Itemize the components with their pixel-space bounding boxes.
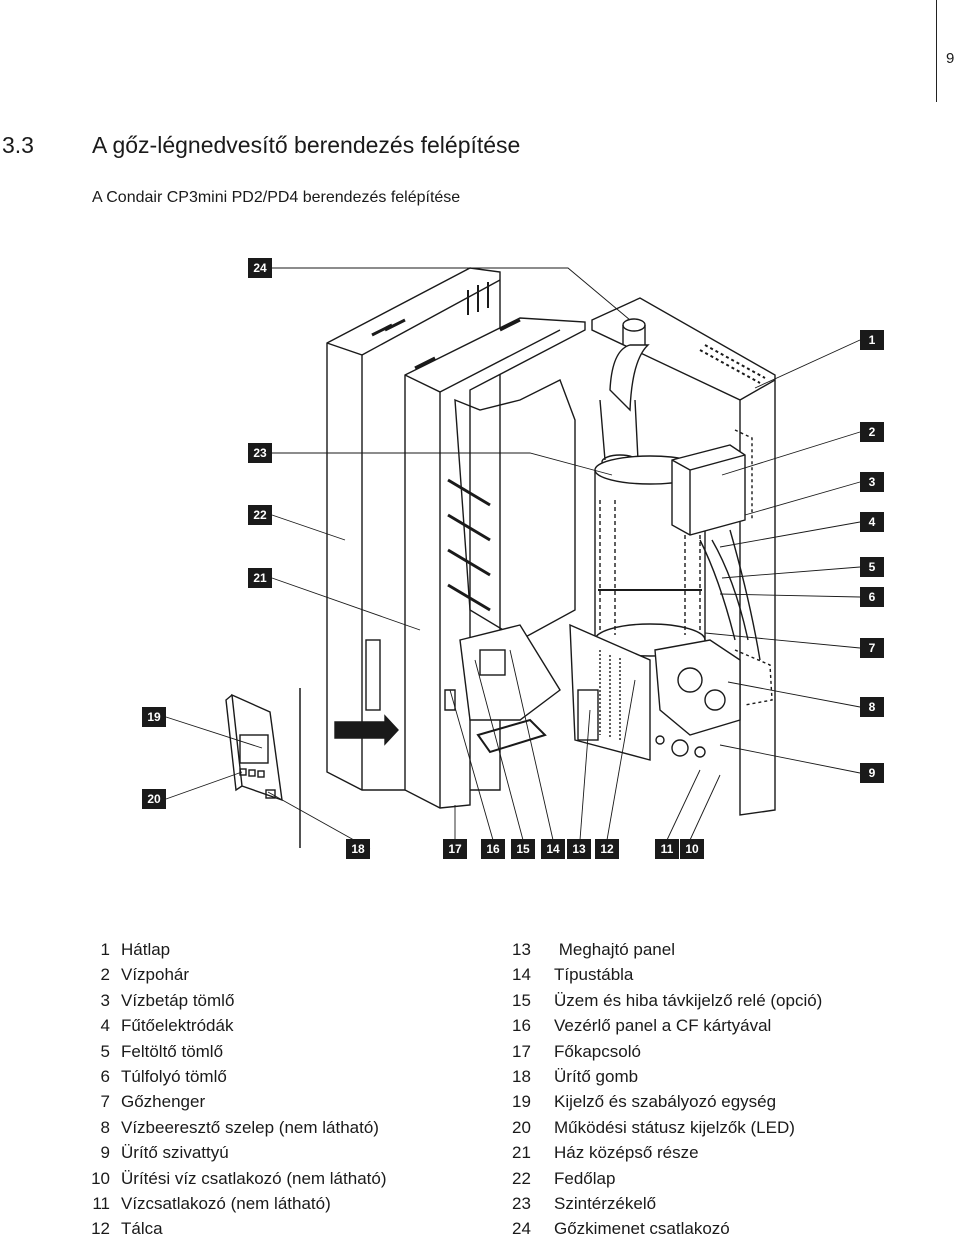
- svg-text:8: 8: [869, 700, 876, 714]
- callout-5: 5: [860, 557, 884, 577]
- assembly-arrow: [334, 714, 399, 746]
- leader-lines: [165, 267, 861, 850]
- callout-10: 10: [680, 839, 704, 859]
- callout-24: 24: [248, 258, 272, 278]
- svg-text:20: 20: [147, 792, 161, 806]
- svg-text:18: 18: [351, 842, 365, 856]
- callout-20: 20: [142, 789, 166, 809]
- callout-14: 14: [541, 839, 565, 859]
- callout-7: 7: [860, 638, 884, 658]
- svg-text:7: 7: [869, 641, 876, 655]
- water-cup: [671, 429, 753, 536]
- callout-6: 6: [860, 587, 884, 607]
- page-number: 9: [946, 50, 955, 67]
- callout-18: 18: [346, 839, 370, 859]
- drain-pump-valve: [654, 639, 773, 758]
- callout-tags: 24 23 22 21 19 20 18 17 16 15 14 13 12 1…: [142, 258, 884, 859]
- back-panel: [591, 297, 776, 816]
- legend-item: 13 Meghajtó panel: [512, 940, 675, 959]
- svg-text:6: 6: [869, 590, 876, 604]
- svg-text:3: 3: [869, 475, 876, 489]
- svg-text:1: 1: [869, 333, 876, 347]
- callout-23: 23: [248, 443, 272, 463]
- figure-subtitle: A Condair CP3mini PD2/PD4 berendezés fel…: [92, 189, 461, 206]
- svg-text:12: 12: [600, 842, 614, 856]
- svg-text:16: 16: [486, 842, 500, 856]
- svg-text:13: 13: [572, 842, 586, 856]
- callout-3: 3: [860, 472, 884, 492]
- svg-text:4: 4: [869, 515, 876, 529]
- callout-12: 12: [595, 839, 619, 859]
- svg-text:5: 5: [869, 560, 876, 574]
- svg-text:9: 9: [869, 766, 876, 780]
- callout-15: 15: [511, 839, 535, 859]
- callout-22: 22: [248, 505, 272, 525]
- section-number: 3.3: [2, 132, 34, 158]
- callout-17: 17: [443, 839, 467, 859]
- callout-11: 11: [655, 839, 679, 859]
- callout-19: 19: [142, 707, 166, 727]
- svg-text:2: 2: [869, 425, 876, 439]
- callout-16: 16: [481, 839, 505, 859]
- callout-1: 1: [860, 330, 884, 350]
- svg-text:22: 22: [253, 508, 267, 522]
- page-rule: [936, 0, 937, 102]
- callout-4: 4: [860, 512, 884, 532]
- svg-text:11: 11: [661, 842, 674, 856]
- callout-9: 9: [860, 763, 884, 783]
- svg-text:14: 14: [546, 842, 560, 856]
- control-display-unit: [225, 688, 301, 848]
- callout-21: 21: [248, 568, 272, 588]
- svg-text:17: 17: [448, 842, 462, 856]
- svg-text:10: 10: [685, 842, 699, 856]
- svg-text:24: 24: [253, 261, 267, 275]
- callout-8: 8: [860, 697, 884, 717]
- callout-13: 13: [567, 839, 591, 859]
- water-hoses: [699, 529, 761, 661]
- svg-text:15: 15: [516, 842, 530, 856]
- svg-text:19: 19: [147, 710, 161, 724]
- svg-text:21: 21: [253, 571, 267, 585]
- svg-text:23: 23: [253, 446, 267, 460]
- section-title: A gőz-légnedvesítő berendezés felépítése: [92, 132, 521, 158]
- callout-2: 2: [860, 422, 884, 442]
- mid-housing: [404, 317, 586, 809]
- humidifier-exploded-diagram: 24 23 22 21 19 20 18 17 16 15 14 13 12 1…: [142, 258, 884, 859]
